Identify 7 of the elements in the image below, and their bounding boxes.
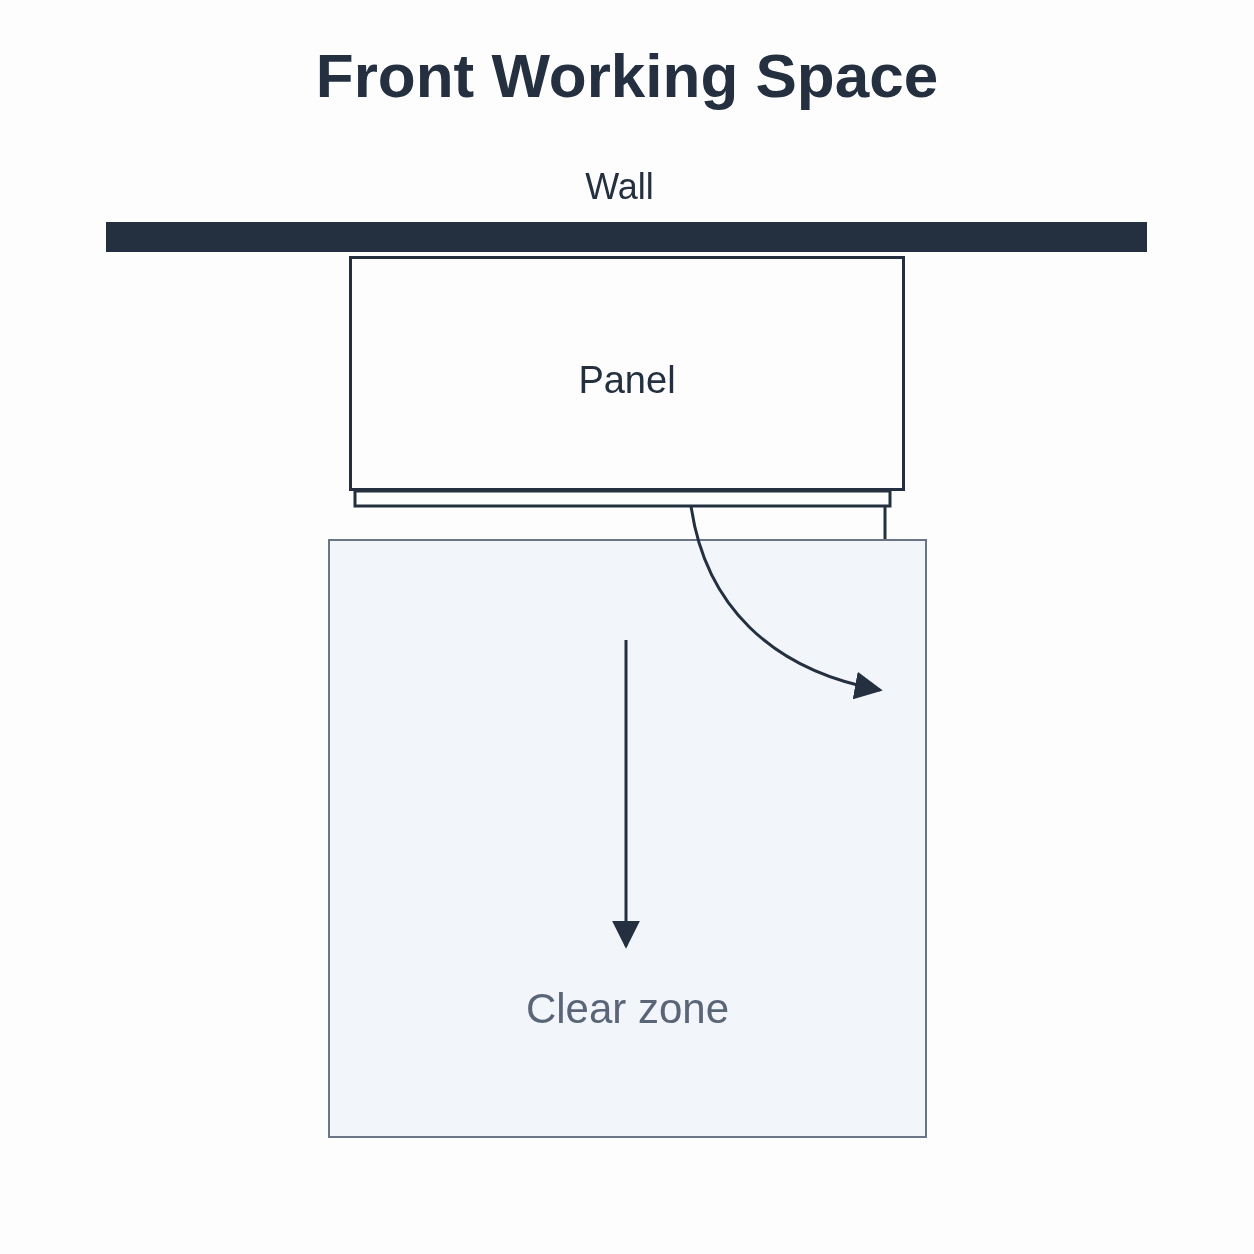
diagram-title: Front Working Space bbox=[315, 40, 939, 111]
panel-label: Panel bbox=[578, 359, 676, 402]
panel-box bbox=[349, 256, 905, 491]
wall-label: Wall bbox=[585, 166, 654, 208]
zone-label: Clear zone bbox=[525, 985, 730, 1033]
clear-zone-area bbox=[328, 539, 927, 1138]
door-swing-arrow bbox=[689, 505, 883, 699]
